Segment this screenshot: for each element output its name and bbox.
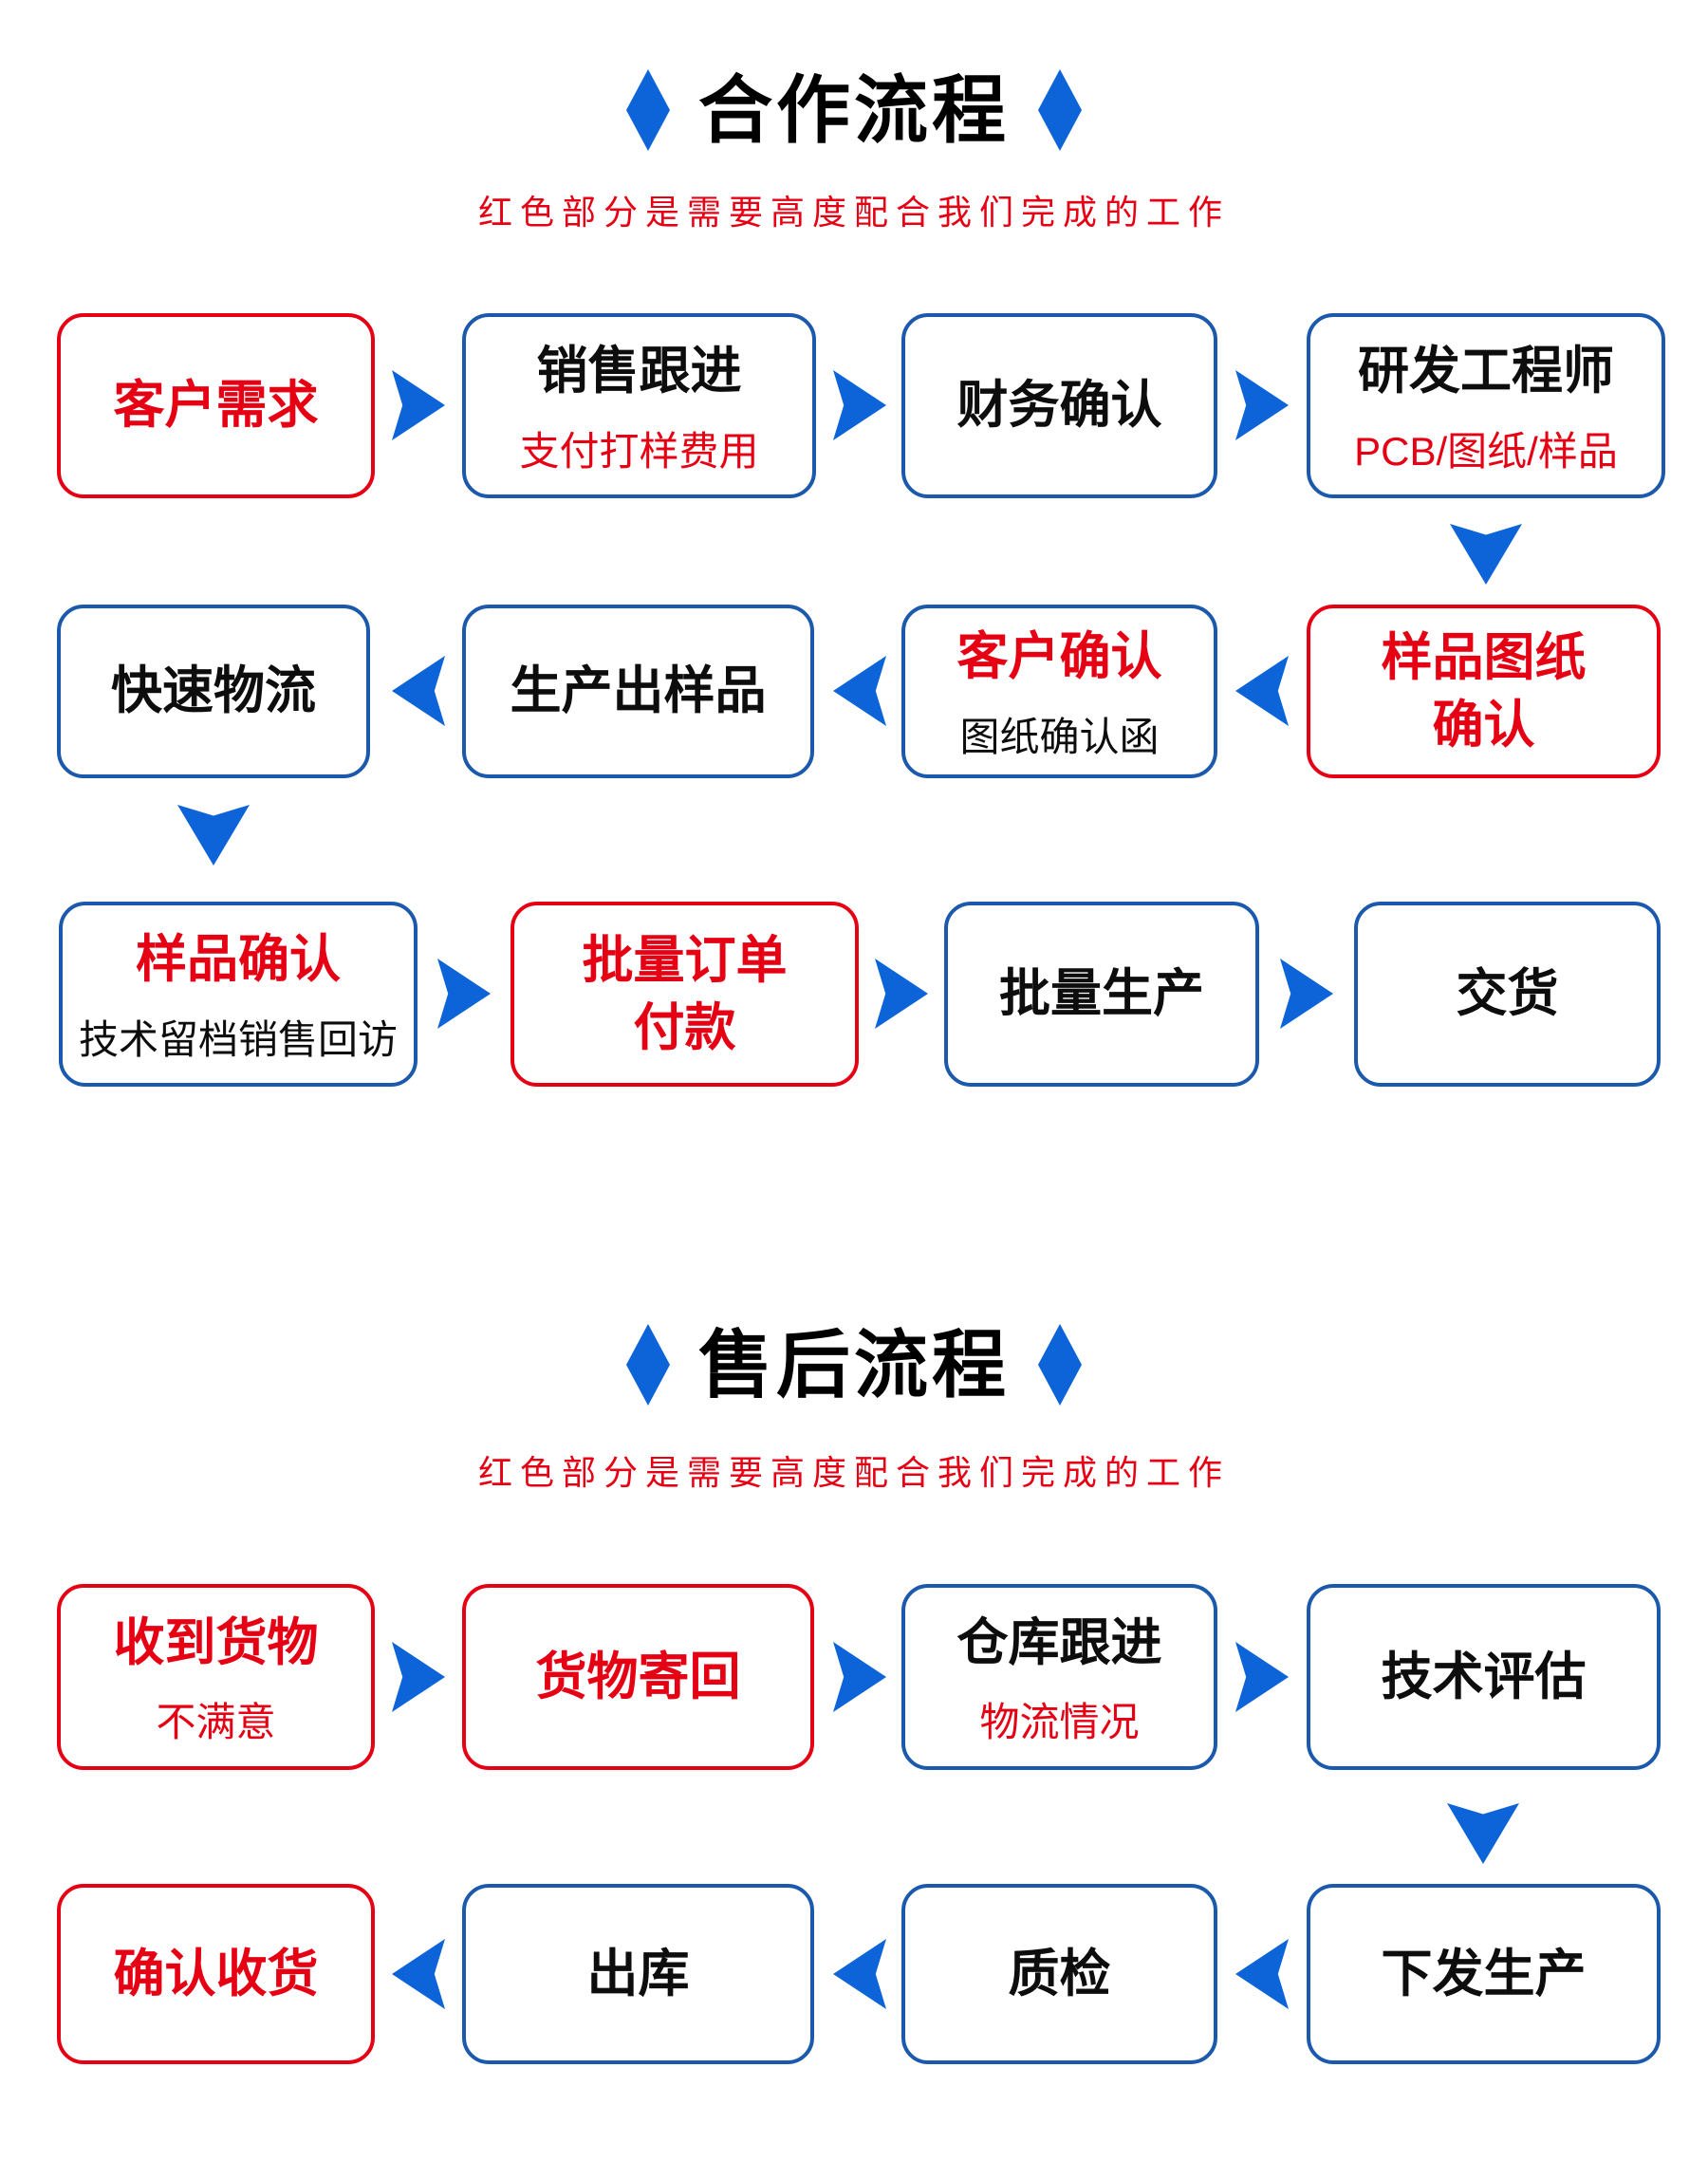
node-subtitle: 图纸确认函 xyxy=(959,714,1160,759)
flow-node-bulk-production: 批量生产 xyxy=(944,902,1259,1087)
node-title: 批量订单 付款 xyxy=(582,932,788,1056)
node-title: 快速物流 xyxy=(111,662,316,720)
section-note: 红色部分是需要高度配合我们完成的工作 xyxy=(477,1453,1230,1492)
flow-node-return-goods: 货物寄回 xyxy=(462,1584,814,1770)
arrow-right-icon xyxy=(833,1642,886,1712)
node-subtitle: 物流情况 xyxy=(979,1700,1140,1744)
node-title: 交货 xyxy=(1456,965,1559,1023)
flow-node-tech-evaluation: 技术评估 xyxy=(1307,1584,1661,1770)
diamond-icon xyxy=(1038,69,1082,151)
node-title: 财务确认 xyxy=(956,377,1162,435)
after-sales-flow-header: 售后流程 xyxy=(0,1317,1708,1412)
node-title: 货物寄回 xyxy=(535,1648,741,1705)
flow-node-sales-follow-up: 销售跟进 支付打样费用 xyxy=(462,313,816,498)
node-title: 仓库跟进 xyxy=(956,1613,1162,1671)
arrow-left-icon xyxy=(833,1939,886,2009)
flow-node-quality-inspection: 质检 xyxy=(901,1884,1217,2064)
flow-node-issue-production: 下发生产 xyxy=(1307,1884,1661,2064)
flow-node-receive-goods: 收到货物 不满意 xyxy=(57,1584,375,1770)
node-title: 样品确认 xyxy=(136,931,341,989)
node-title: 客户需求 xyxy=(113,377,319,435)
cooperation-flow-header: 合作流程 xyxy=(0,63,1708,158)
arrow-left-icon xyxy=(833,656,886,726)
arrow-right-icon xyxy=(392,1642,445,1712)
section-note: 红色部分是需要高度配合我们完成的工作 xyxy=(477,193,1230,232)
node-subtitle: 不满意 xyxy=(156,1700,276,1744)
flow-node-sample-drawing-confirm: 样品图纸 确认 xyxy=(1307,605,1661,778)
node-title: 收到货物 xyxy=(113,1613,319,1671)
arrow-right-icon xyxy=(392,370,445,440)
arrow-right-icon xyxy=(1235,1642,1289,1712)
section-title: 售后流程 xyxy=(697,1323,1010,1407)
section-title: 合作流程 xyxy=(697,68,1010,152)
arrow-down-icon xyxy=(177,805,250,866)
arrow-down-icon xyxy=(1450,524,1522,585)
flow-node-warehouse-follow-up: 仓库跟进 物流情况 xyxy=(901,1584,1217,1770)
node-title: 确认收货 xyxy=(113,1945,319,2003)
arrow-left-icon xyxy=(1235,656,1289,726)
flow-node-produce-sample: 生产出样品 xyxy=(462,605,814,778)
node-title: 研发工程师 xyxy=(1358,343,1614,401)
arrow-right-icon xyxy=(1235,370,1289,440)
node-subtitle: 技术留档销售回访 xyxy=(78,1016,398,1062)
node-title: 出库 xyxy=(586,1945,690,2003)
arrow-right-icon xyxy=(833,370,886,440)
node-title: 客户确认 xyxy=(956,628,1162,686)
arrow-right-icon xyxy=(1280,959,1333,1029)
node-title: 样品图纸 确认 xyxy=(1381,629,1587,754)
node-title: 技术评估 xyxy=(1381,1648,1587,1705)
node-subtitle: PCB/图纸/样品 xyxy=(1354,428,1618,474)
flow-node-delivery: 交货 xyxy=(1354,902,1661,1087)
flow-node-rd-engineer: 研发工程师 PCB/图纸/样品 xyxy=(1307,313,1665,498)
arrow-right-icon xyxy=(437,959,491,1029)
arrow-left-icon xyxy=(392,656,445,726)
arrow-down-icon xyxy=(1447,1803,1519,1864)
node-title: 下发生产 xyxy=(1381,1945,1587,2003)
node-subtitle: 支付打样费用 xyxy=(519,428,759,474)
arrow-right-icon xyxy=(875,959,928,1029)
flow-node-bulk-order-payment: 批量订单 付款 xyxy=(511,902,859,1087)
node-title: 质检 xyxy=(1008,1945,1111,2003)
flow-node-finance-confirm: 财务确认 xyxy=(901,313,1217,498)
flow-node-fast-logistics: 快速物流 xyxy=(57,605,370,778)
flow-node-confirm-receipt: 确认收货 xyxy=(57,1884,375,2064)
diamond-icon xyxy=(625,69,670,151)
node-title: 销售跟进 xyxy=(536,343,742,401)
flow-node-customer-demand: 客户需求 xyxy=(57,313,375,498)
node-title: 生产出样品 xyxy=(510,662,767,720)
arrow-left-icon xyxy=(392,1939,445,2009)
node-title: 批量生产 xyxy=(999,965,1204,1023)
flow-node-sample-confirm: 样品确认 技术留档销售回访 xyxy=(59,902,418,1087)
arrow-left-icon xyxy=(1235,1939,1289,2009)
diamond-icon xyxy=(1038,1324,1082,1406)
flow-node-customer-confirm: 客户确认 图纸确认函 xyxy=(901,605,1217,778)
flow-node-outbound: 出库 xyxy=(462,1884,814,2064)
diamond-icon xyxy=(625,1324,670,1406)
